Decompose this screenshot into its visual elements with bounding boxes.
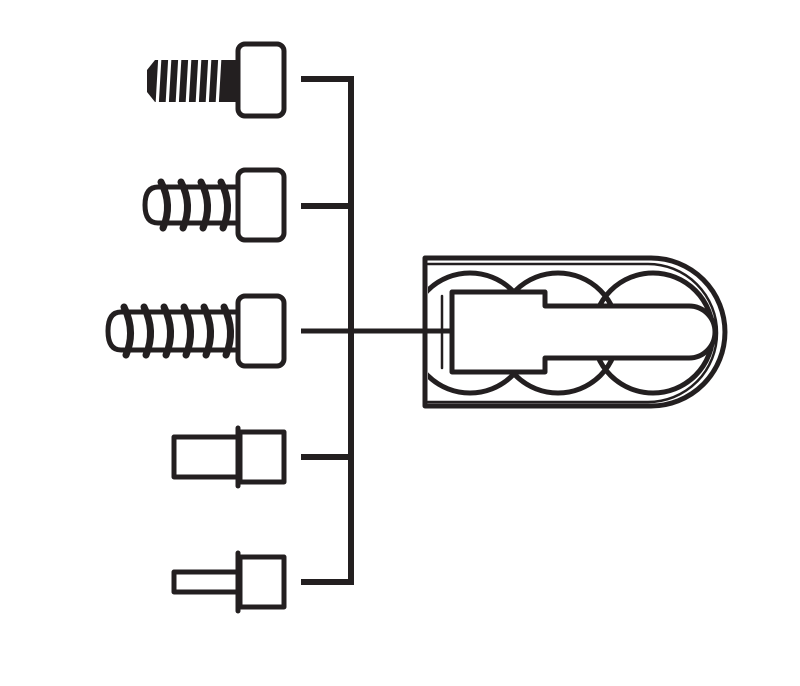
universal-socket-icon — [422, 255, 728, 409]
coarse-short-screw-icon — [142, 167, 287, 243]
fine-thread-screw-icon — [147, 41, 287, 119]
coarse-long-screw-icon — [105, 293, 287, 369]
plain-pin-icon — [171, 425, 287, 489]
stepped-pin-icon — [171, 550, 287, 614]
